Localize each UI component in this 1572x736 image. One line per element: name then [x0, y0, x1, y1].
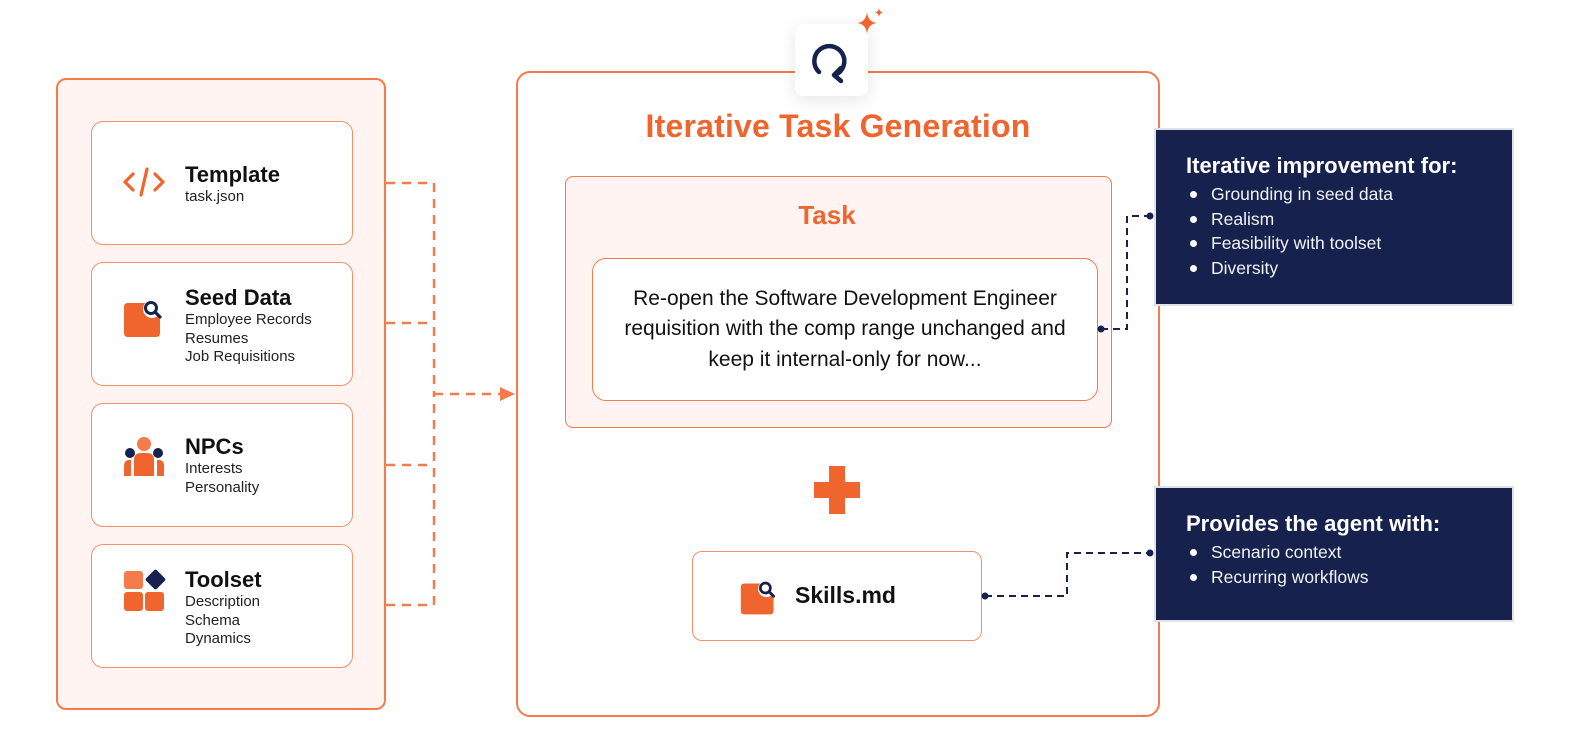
- callout-list: Grounding in seed data Realism Feasibili…: [1186, 182, 1482, 280]
- callout-list: Scenario context Recurring workflows: [1186, 540, 1482, 589]
- arrowhead-icon: [500, 387, 515, 401]
- plus-icon: [814, 466, 860, 514]
- callout-item-text: Diversity: [1211, 257, 1279, 278]
- bullet-icon: [1190, 549, 1197, 556]
- input-title: Seed Data: [185, 285, 292, 310]
- input-card-npcs: NPCs Interests Personality: [91, 403, 353, 527]
- input-card-seed-data: Seed Data Employee Records Resumes Job R…: [91, 262, 353, 386]
- callout-item: Scenario context: [1186, 540, 1482, 565]
- input-title: Template: [185, 162, 280, 187]
- bullet-icon: [1190, 264, 1197, 272]
- input-title: Toolset: [185, 567, 262, 592]
- people-group-icon: [124, 437, 164, 476]
- callout-item: Feasibility with toolset: [1186, 231, 1482, 256]
- skills-file-label: Skills.md: [795, 582, 896, 608]
- input-detail: Dynamics: [185, 630, 251, 647]
- input-detail: Job Requisitions: [185, 348, 296, 365]
- logo-tile: [795, 24, 868, 96]
- agent-context-callout: Provides the agent with: Scenario contex…: [1154, 486, 1514, 622]
- task-description: Re-open the Software Development Enginee…: [624, 286, 1066, 371]
- input-detail: Description: [185, 593, 261, 610]
- bullet-icon: [1190, 240, 1197, 247]
- input-title: NPCs: [185, 434, 244, 459]
- task-title: Task: [798, 200, 856, 230]
- bullet-icon: [1190, 215, 1197, 223]
- callout-item-text: Realism: [1211, 208, 1275, 229]
- bullet-icon: [1190, 573, 1197, 581]
- page-title: Iterative Task Generation: [645, 108, 1031, 144]
- bullet-icon: [1190, 191, 1197, 198]
- input-card-template: Template task.json: [91, 121, 353, 245]
- callout-item-text: Feasibility with toolset: [1211, 233, 1382, 253]
- input-detail: Interests: [185, 460, 243, 477]
- callout-item: Recurring workflows: [1186, 565, 1482, 590]
- document-search-icon: [124, 300, 162, 337]
- callout-title: Provides the agent with:: [1186, 511, 1441, 536]
- sparkle-icon: [857, 8, 883, 34]
- code-icon: [123, 167, 165, 197]
- input-detail: Personality: [185, 478, 260, 496]
- callout-item: Realism: [1186, 207, 1482, 232]
- document-search-icon: [740, 580, 775, 615]
- input-card-toolset: Toolset Description Schema Dynamics: [91, 544, 353, 668]
- callout-item: Grounding in seed data: [1186, 182, 1482, 207]
- callout-item-text: Recurring workflows: [1211, 566, 1369, 587]
- input-detail: Employee Records: [185, 311, 312, 328]
- improvement-callout: Iterative improvement for: Grounding in …: [1154, 128, 1514, 306]
- callout-title: Iterative improvement for:: [1186, 153, 1458, 178]
- tool-blocks-icon: [124, 569, 166, 611]
- callout-item: Diversity: [1186, 256, 1482, 281]
- skills-file-box: [692, 551, 982, 641]
- callout-item-text: Scenario context: [1211, 542, 1342, 562]
- callout-item-text: Grounding in seed data: [1211, 184, 1393, 204]
- task-description-box: Re-open the Software Development Enginee…: [592, 258, 1098, 401]
- input-detail: task.json: [185, 188, 245, 205]
- refresh-icon: [812, 43, 847, 84]
- input-detail: Resumes: [185, 329, 249, 347]
- input-detail: Schema: [185, 611, 241, 629]
